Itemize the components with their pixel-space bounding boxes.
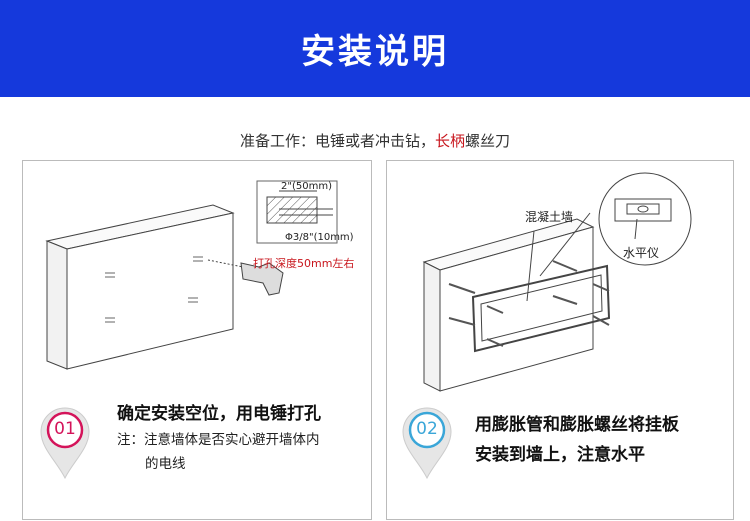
- bracket-mounting-illustration: [422, 172, 692, 392]
- tools-suffix: 螺丝刀: [465, 132, 511, 150]
- tools-required: 准备工作：电锤或者冲击钻，长柄螺丝刀: [0, 130, 750, 151]
- step1-number: 01: [54, 419, 76, 439]
- step2-title-line1: 用膨胀管和膨胀螺丝将挂板: [475, 415, 679, 435]
- step2-title-line2: 安装到墙上，注意水平: [475, 445, 645, 465]
- wall-drilling-illustration: [45, 180, 338, 370]
- tools-prefix: 准备工作：电锤或者冲击钻，: [239, 132, 435, 150]
- step1-pin-badge: 01: [37, 404, 93, 480]
- wall-label: 混凝土墙: [525, 210, 574, 224]
- step1-note-line1: 注：注意墙体是否实心避开墙体内: [117, 432, 320, 448]
- page-title: 安装说明: [301, 32, 449, 72]
- step2-panel: 混凝土墙 水平仪 02 用膨胀管和膨胀螺丝将挂板 安装到墙上，注意水平: [386, 160, 734, 520]
- step1-panel: 2"(50mm) Φ3/8"(10mm) 打孔深度50mm左右 01 确定安装空…: [22, 160, 372, 520]
- step2-pin-badge: 02: [399, 404, 455, 480]
- step1-title: 确定安装空位，用电锤打孔: [117, 404, 321, 424]
- drill-depth-label: 打孔深度50mm左右: [253, 257, 355, 270]
- header-banner: 安装说明: [0, 0, 750, 97]
- tools-highlight: 长柄: [434, 132, 465, 150]
- step1-note-line2: 的电线: [145, 456, 186, 472]
- step2-number: 02: [416, 419, 438, 439]
- drill-diameter-label: Φ3/8"(10mm): [285, 232, 354, 243]
- drill-width-label: 2"(50mm): [281, 181, 332, 192]
- level-label: 水平仪: [623, 246, 660, 260]
